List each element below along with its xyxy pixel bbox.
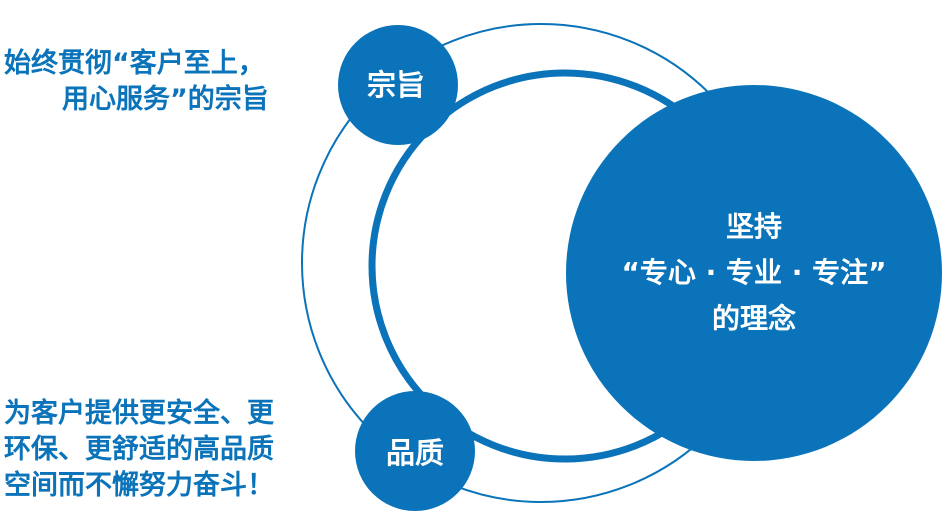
mission-label: 宗旨 xyxy=(366,68,425,102)
core-line-2: “专心 · 专业 · 专注” xyxy=(621,256,887,289)
mission-text-line-1: 始终贯彻“客户至上， xyxy=(4,48,265,79)
quality-text-line-3: 空间而不懈努力奋斗！ xyxy=(4,470,274,501)
mission-description: 始终贯彻“客户至上， 用心服务”的宗旨 xyxy=(4,46,334,118)
mission-node xyxy=(338,25,458,145)
quality-text-line-2: 环保、更舒适的高品质 xyxy=(4,434,274,465)
quality-node xyxy=(355,391,475,511)
core-concept: 坚持 “专心 · 专业 · 专注” 的理念 xyxy=(566,204,942,342)
quality-text-line-1: 为客户提供更安全、更 xyxy=(4,398,274,429)
core-line-3: 的理念 xyxy=(711,302,796,335)
core-line-1: 坚持 xyxy=(725,210,782,243)
quality-label: 品质 xyxy=(385,436,444,470)
quality-description: 为客户提供更安全、更 环保、更舒适的高品质 空间而不懈努力奋斗！ xyxy=(4,396,339,504)
core-node xyxy=(566,85,942,461)
mission-text-line-2: 用心服务”的宗旨 xyxy=(62,84,269,115)
